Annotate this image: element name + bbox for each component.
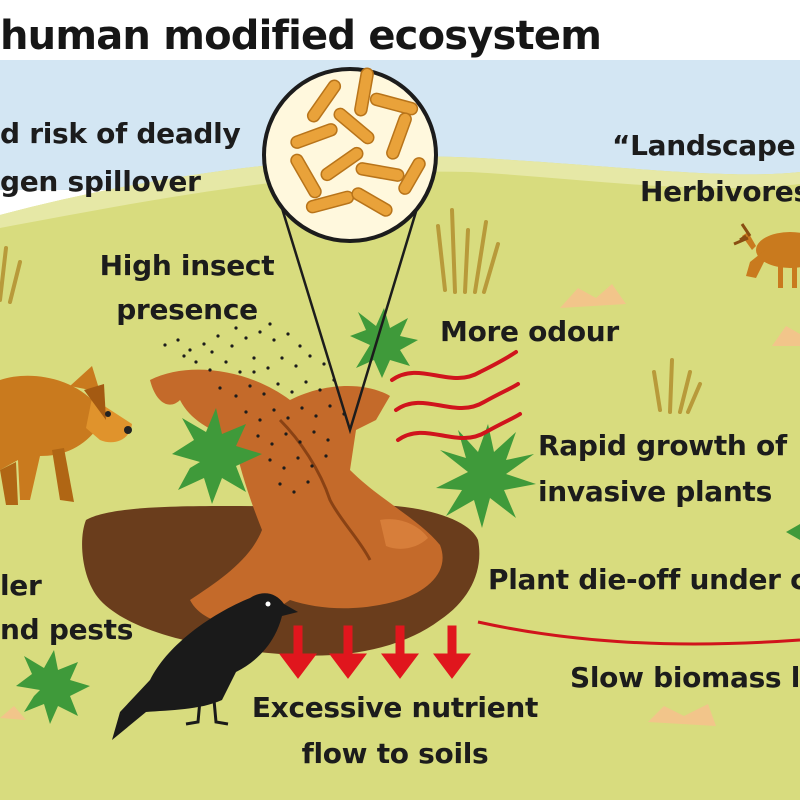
- landscape-label-line2: Herbivores: [640, 175, 800, 208]
- nutrient-label-line2: flow to soils: [301, 737, 489, 770]
- spillover-label-line1: d risk of deadly: [0, 117, 241, 150]
- magnifier-cone: [279, 204, 420, 435]
- biomass-curve: [477, 620, 800, 646]
- odour-waves-icon: [390, 350, 522, 442]
- dieoff-label: Plant die-off under c: [488, 563, 800, 596]
- insect-label-line2: presence: [116, 293, 258, 326]
- biomass-label: Slow biomass lo: [570, 661, 800, 694]
- nutrient-arrows-icon: [279, 625, 471, 679]
- fox-icon: [0, 366, 132, 505]
- deer-icon: [733, 223, 800, 288]
- invasive-label-line2: invasive plants: [538, 475, 772, 508]
- nutrient-label-line1: Excessive nutrient: [251, 691, 539, 724]
- rock-icon: [0, 284, 800, 726]
- grass-tuft-icon: [0, 208, 702, 414]
- insect-label-line1: High insect: [99, 249, 275, 282]
- ground-back-band: [0, 156, 800, 228]
- pests-label-line1: ler: [0, 569, 42, 602]
- carcass-icon: [82, 369, 480, 656]
- pests-label-line2: nd pests: [0, 613, 134, 646]
- crow-icon: [112, 593, 298, 740]
- bacteria-magnifier-icon: [262, 67, 438, 243]
- insect-swarm-icon: [163, 322, 346, 494]
- page-title: human modified ecosystem: [0, 13, 602, 59]
- odour-label: More odour: [440, 315, 619, 348]
- landscape-label-line1: “Landscape: [612, 129, 796, 162]
- invasive-plant-icon: [16, 308, 800, 724]
- invasive-label-line1: Rapid growth of: [538, 429, 787, 462]
- spillover-label-line2: gen spillover: [0, 165, 201, 198]
